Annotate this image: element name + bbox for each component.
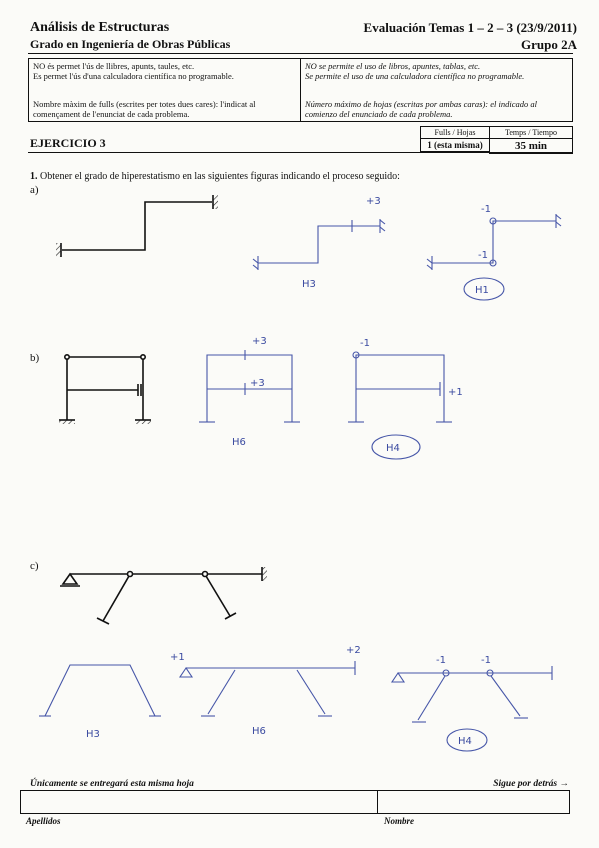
b-plus3-top-note: +3: [252, 336, 267, 347]
evaluation-title: Evaluación Temas 1 – 2 – 3 (23/9/2011): [363, 20, 577, 35]
figure-c-sketch-2: [178, 661, 356, 717]
c-minus1-right-note: -1: [481, 655, 491, 666]
b-plus1-note: +1: [448, 387, 463, 398]
name-box-divider: [377, 791, 378, 813]
figure-c-sketch-1: [39, 664, 161, 717]
b-h4-note: H4: [386, 443, 400, 454]
c-minus1-left-note: -1: [436, 655, 446, 666]
time-label: Temps / Tiempo: [490, 127, 572, 139]
figure-c-sketch-3: [390, 666, 553, 752]
notice-spanish: NO se permite el uso de libros, apuntes,…: [300, 59, 572, 121]
b-plus3-mid-note: +3: [250, 378, 265, 389]
figure-a-original: [56, 195, 218, 257]
a-minus1-bottom-note: -1: [478, 250, 488, 261]
part-c-label: c): [30, 560, 39, 572]
question-number: 1.: [30, 171, 38, 182]
continue-note: Sigue por detrás →: [493, 779, 569, 789]
part-a-label: a): [30, 184, 39, 196]
c-plus2-note: +2: [346, 645, 361, 656]
surname-label: Apellidos: [26, 816, 61, 826]
figure-c-original: [60, 567, 267, 625]
figure-b-sketch-2: [348, 351, 452, 460]
c-h6-note: H6: [252, 726, 266, 737]
notice-ca-line-3: Nombre màxim de fulls (escrites per tote…: [33, 99, 256, 119]
degree-title: Grado en Ingeniería de Obras Públicas: [30, 37, 231, 51]
time-box: Temps / Tiempo 35 min: [489, 126, 573, 154]
figure-b-sketch-1: [199, 350, 300, 423]
course-title: Análisis de Estructuras: [30, 20, 170, 35]
c-plus1-note: +1: [170, 652, 185, 663]
student-name-box[interactable]: [20, 790, 570, 814]
time-value: 35 min: [514, 140, 548, 152]
sheets-label: Fulls / Hojas: [421, 127, 489, 139]
question-text: Obtener el grado de hiperestatismo en la…: [40, 171, 400, 182]
a-h3-note: H3: [302, 279, 316, 290]
figure-b-original: [59, 353, 151, 424]
c-h3-note: H3: [86, 729, 100, 740]
notice-ca-line-1: NO és permet l'ús de llibres, apunts, ta…: [33, 61, 195, 71]
exercise-rule: [28, 152, 573, 153]
submission-note: Únicamente se entregará esta misma hoja: [30, 779, 194, 789]
notice-es-line-3: Número máximo de hojas (escritas por amb…: [305, 99, 537, 119]
a-plus3-note: +3: [366, 196, 381, 207]
part-b-label: b): [30, 352, 40, 364]
b-h6-note: H6: [232, 437, 246, 448]
figure-a-sketch-1: [252, 219, 386, 270]
notice-es-line-2: Se permite el uso de una calculadora cie…: [305, 71, 525, 81]
header-rule: [28, 53, 573, 54]
name-label: Nombre: [384, 816, 414, 826]
a-h1-note: H1: [475, 285, 489, 296]
a-minus1-top-note: -1: [481, 204, 491, 215]
notice-es-line-1: NO se permite el uso de libros, apuntes,…: [305, 61, 481, 71]
group-label: Grupo 2A: [521, 37, 577, 52]
figure-a-sketch-2: [426, 214, 562, 301]
notice-ca-line-2: Es permet l'ús d'una calculadora científ…: [33, 71, 234, 81]
rules-notice-box: NO és permet l'ús de llibres, apunts, ta…: [28, 58, 573, 122]
sheets-value: 1 (esta misma): [427, 140, 483, 150]
exercise-title: EJERCICIO 3: [30, 136, 106, 150]
question-statement: 1. Obtener el grado de hiperestatismo en…: [30, 171, 400, 182]
c-h4-note: H4: [458, 736, 472, 747]
notice-catalan: NO és permet l'ús de llibres, apunts, ta…: [29, 59, 300, 121]
b-minus1-note: -1: [360, 338, 370, 349]
